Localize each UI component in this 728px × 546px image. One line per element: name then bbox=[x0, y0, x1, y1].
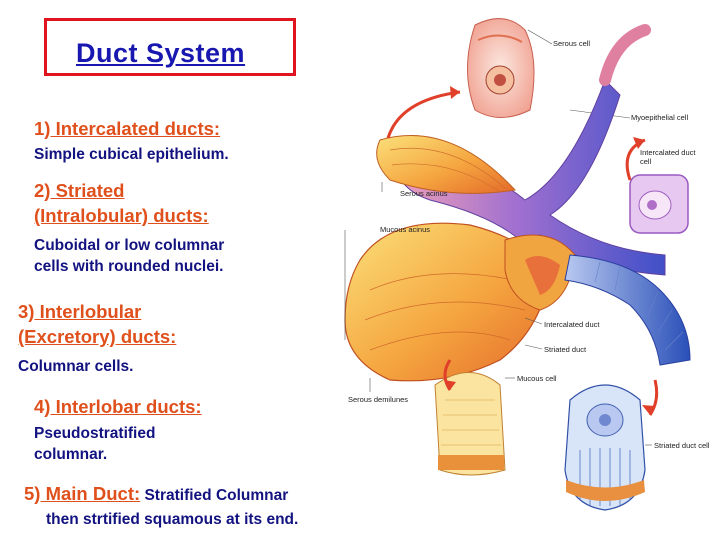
item-5-title: Main Duct: bbox=[40, 483, 141, 504]
duct-tree bbox=[394, 79, 666, 276]
item-4-text-line-2: columnar. bbox=[34, 446, 108, 463]
item-3-title-line-2: (Excretory) ducts: bbox=[18, 326, 177, 347]
label-striated-duct: Striated duct bbox=[544, 345, 587, 354]
item-2-number: 2) bbox=[34, 180, 51, 201]
item-5-inline-text: Stratified Columnar bbox=[140, 487, 289, 504]
label-serous-cell: Serous cell bbox=[553, 39, 590, 48]
intercalated-cell-inset bbox=[629, 174, 689, 234]
label-mucous-cell: Mucous cell bbox=[517, 374, 557, 383]
striated-duct bbox=[564, 254, 691, 366]
item-3-text: Columnar cells. bbox=[18, 358, 134, 375]
title-frame bbox=[44, 18, 296, 76]
mucous-cell-inset bbox=[434, 372, 506, 476]
item-1-text: Simple cubical epithelium. bbox=[34, 146, 229, 163]
label-serous-acinus: Serous acinus bbox=[400, 189, 448, 198]
label-serous-demilunes: Serous demilunes bbox=[348, 395, 408, 404]
page-title: Duct System bbox=[76, 38, 246, 68]
item-5-number: 5) bbox=[24, 483, 41, 504]
item-4-title: Interlobar ducts: bbox=[50, 396, 202, 417]
label-striated-duct-cell: Striated duct cell bbox=[654, 441, 710, 450]
item-5-heading: 5) Main Duct: Stratified Columnar bbox=[24, 481, 288, 508]
item-2-heading: 2) Striated (Intralobular) ducts: bbox=[34, 178, 209, 228]
label-intercalated-duct-cell-line-2: cell bbox=[640, 157, 652, 166]
item-1-heading: 1) Intercalated ducts: bbox=[34, 116, 220, 141]
item-4-heading: 4) Interlobar ducts: bbox=[34, 394, 202, 419]
item-2-title-line-1: Striated bbox=[50, 180, 125, 201]
serous-cell-inset bbox=[467, 18, 535, 118]
item-3-heading: 3) Interlobular (Excretory) ducts: bbox=[18, 299, 176, 349]
serous-acinus bbox=[376, 135, 517, 194]
item-4-text-line-1: Pseudostratified bbox=[34, 425, 156, 442]
arrow-to-striated-cell bbox=[648, 379, 659, 416]
item-5-text: then strtified squamous at its end. bbox=[46, 511, 299, 528]
item-2-text: Cuboidal or low columnar cells with roun… bbox=[34, 235, 224, 277]
item-1-title: Intercalated ducts: bbox=[50, 118, 221, 139]
label-myoepithelial-cell: Myoepithelial cell bbox=[631, 113, 688, 122]
item-3-title-line-1: Interlobular bbox=[34, 301, 142, 322]
item-3-number: 3) bbox=[18, 301, 35, 322]
item-2-title-line-2: (Intralobular) ducts: bbox=[34, 205, 209, 226]
item-4-text: Pseudostratified columnar. bbox=[34, 423, 155, 465]
label-mucous-acinus: Mucous acinus bbox=[380, 225, 430, 234]
salivary-gland-diagram: Serous cell Myoepithelial cell Intercala… bbox=[344, 18, 710, 511]
striated-duct-cell-inset bbox=[564, 384, 646, 511]
item-1-number: 1) bbox=[34, 118, 51, 139]
item-2-text-line-2: cells with rounded nuclei. bbox=[34, 258, 224, 275]
label-intercalated-duct: Intercalated duct bbox=[544, 320, 600, 329]
arrow-to-serous-cell bbox=[386, 90, 461, 139]
label-intercalated-duct-cell-line-1: Intercalated duct bbox=[640, 148, 696, 157]
item-4-number: 4) bbox=[34, 396, 51, 417]
item-2-text-line-1: Cuboidal or low columnar bbox=[34, 237, 225, 254]
